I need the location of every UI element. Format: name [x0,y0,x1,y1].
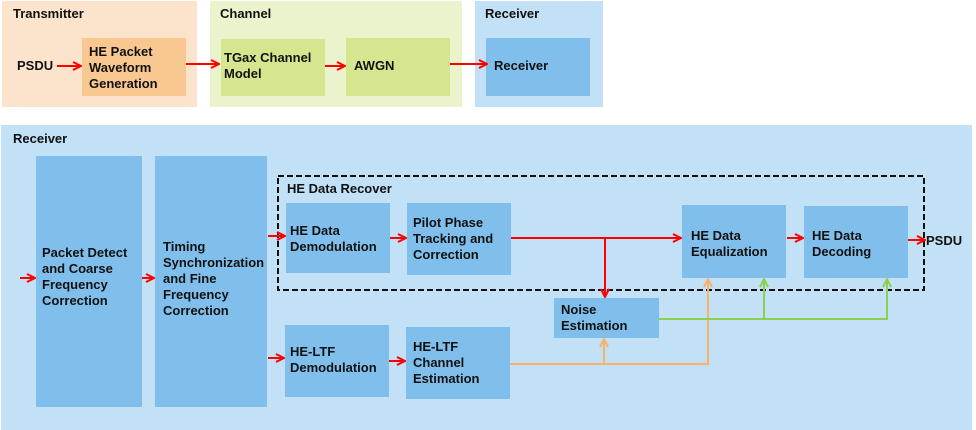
awgn-block: AWGN [346,38,450,96]
svg-text:Receiver: Receiver [494,58,548,73]
he-data-decoding-block: HE Data Decoding [804,206,908,278]
svg-text:TGax Channel: TGax Channel [224,50,311,65]
svg-text:Generation: Generation [89,76,158,91]
svg-text:HE Packet: HE Packet [89,44,153,59]
timing-synchronization-block: Timing Synchronization and Fine Frequenc… [155,156,267,407]
svg-text:Equalization: Equalization [691,244,768,259]
svg-text:Noise: Noise [561,302,596,317]
receiver-panel-top: Receiver Receiver [475,1,603,107]
svg-text:Frequency: Frequency [163,287,230,302]
psdu-output-label: PSDU [926,233,962,248]
he-ltf-channel-estimation-block: HE-LTF Channel Estimation [406,327,510,399]
svg-text:Decoding: Decoding [812,244,871,259]
svg-text:Synchronization: Synchronization [163,255,264,270]
svg-text:AWGN: AWGN [354,58,394,73]
svg-text:Correction: Correction [413,247,479,262]
he-packet-waveform-generation-block: HE Packet Waveform Generation [82,38,186,96]
svg-text:Channel: Channel [413,355,464,370]
svg-text:Model: Model [224,66,262,81]
svg-text:Estimation: Estimation [413,371,480,386]
noise-output-line [659,279,887,320]
chest-output-line [510,279,708,365]
receiver-title-top: Receiver [485,6,539,21]
svg-text:HE Data: HE Data [812,228,863,243]
svg-text:HE-LTF: HE-LTF [290,344,335,359]
svg-text:Estimation: Estimation [561,318,628,333]
svg-text:and Coarse: and Coarse [42,261,113,276]
svg-text:Waveform: Waveform [89,60,151,75]
svg-text:Correction: Correction [42,293,108,308]
transmitter-panel: Transmitter PSDU HE Packet Waveform Gene… [2,1,197,107]
he-data-recover-title: HE Data Recover [287,181,392,196]
channel-panel: Channel TGax Channel Model AWGN [210,1,462,107]
svg-text:Frequency: Frequency [42,277,109,292]
svg-text:Demodulation: Demodulation [290,360,377,375]
he-data-equalization-block: HE Data Equalization [682,205,786,278]
svg-text:HE-LTF: HE-LTF [413,339,458,354]
he-data-demodulation-block: HE Data Demodulation [286,203,390,273]
svg-text:HE Data: HE Data [691,228,742,243]
receiver-block: Receiver [486,38,590,96]
receiver-detail-title: Receiver [13,131,67,146]
svg-text:Demodulation: Demodulation [290,239,377,254]
svg-text:Tracking and: Tracking and [413,231,493,246]
he-ltf-demodulation-block: HE-LTF Demodulation [285,325,389,397]
pilot-phase-tracking-block: Pilot Phase Tracking and Correction [407,203,511,275]
transmitter-title: Transmitter [13,6,84,21]
svg-text:Correction: Correction [163,303,229,318]
svg-text:Packet Detect: Packet Detect [42,245,128,260]
channel-title: Channel [220,6,271,21]
svg-text:Timing: Timing [163,239,205,254]
svg-text:HE Data: HE Data [290,223,341,238]
svg-text:and Fine: and Fine [163,271,216,286]
psdu-input-label: PSDU [17,58,53,73]
svg-text:Pilot Phase: Pilot Phase [413,215,483,230]
tgax-channel-model-block: TGax Channel Model [221,39,325,96]
noise-estimation-block: Noise Estimation [554,298,659,338]
packet-detect-block: Packet Detect and Coarse Frequency Corre… [36,156,142,407]
